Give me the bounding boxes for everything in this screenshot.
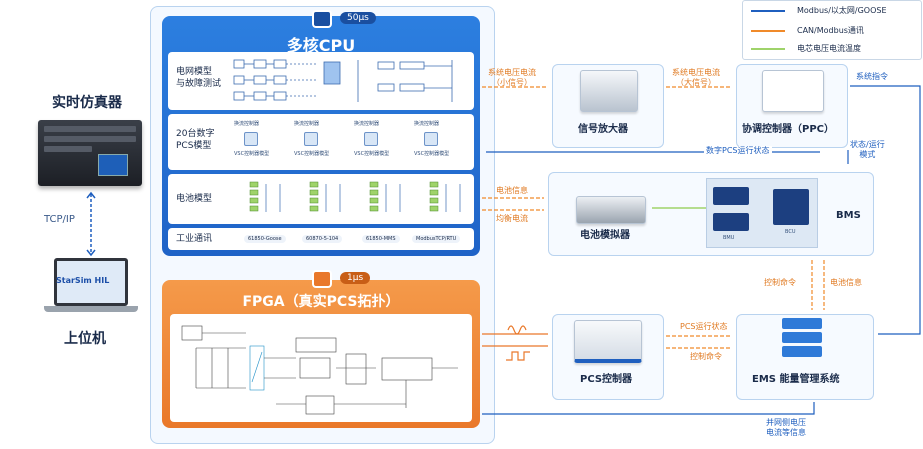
cpu-timestep-badge: 50μs [340, 12, 376, 24]
battery-model-panel [168, 174, 474, 224]
pcs-model-panel [168, 114, 474, 170]
ems-server-icon [782, 318, 822, 358]
pcs-unit-label: VSC控制器模型 [294, 151, 330, 157]
fpga-chip-icon [312, 270, 332, 288]
bcu-label: BCU [785, 229, 796, 235]
bmu-label: BMU [723, 235, 735, 241]
cpu-title: 多核CPU [286, 36, 356, 55]
ctrl-cmd-vertical-label: 控制命令 [764, 278, 796, 287]
battery-sim-device-image [576, 196, 646, 224]
bms-label: BMS [836, 210, 861, 221]
pcs-run-status-label: PCS运行状态 [680, 322, 728, 331]
industrial-comm-label: 工业通讯 [176, 234, 213, 244]
legend-item-ethernet: Modbus/以太网/GOOSE [797, 6, 887, 15]
balance-current-label: 均衡电流 [496, 214, 528, 223]
bmu-board-icon [713, 213, 749, 231]
pcs-unit-top: 换流控制器 [414, 121, 440, 127]
battery-model-schematic [249, 181, 461, 212]
host-logo: StarSim HIL [56, 276, 110, 285]
legend-item-cell: 电芯电压电流温度 [797, 44, 861, 53]
pcs-unit-icon [304, 132, 318, 146]
pcs-unit-top: 换流控制器 [294, 121, 320, 127]
grid-model-schematic [233, 59, 453, 102]
host-title: 上位机 [64, 331, 106, 347]
protocol-badge: ModbusTCP/RTU [412, 235, 461, 243]
bmu-board-icon [713, 187, 749, 205]
pcs-unit-label: VSC控制器模型 [234, 151, 270, 157]
pcs-ctrl-label: PCS控制器 [580, 374, 633, 385]
pcs-unit-top: 换流控制器 [234, 121, 260, 127]
legend-item-can: CAN/Modbus通讯 [797, 26, 864, 35]
state-mode-label: 状态/运行 模式 [850, 140, 885, 159]
pcs-unit-top: 换流控制器 [354, 121, 380, 127]
pcs-unit-label: VSC控制器模型 [354, 151, 390, 157]
amplifier-label: 信号放大器 [578, 124, 628, 135]
grid-model-label: 电网模型 与故障测试 [176, 67, 222, 89]
cpu-chip-icon [312, 10, 332, 28]
ems-box [736, 314, 874, 400]
pcs-model-label: 20台数字 PCS模型 [176, 129, 215, 151]
legend: Modbus/以太网/GOOSE CAN/Modbus通讯 电芯电压电流温度 [742, 0, 922, 60]
simulator-title: 实时仿真器 [52, 95, 122, 111]
pcs-unit-label: VSC控制器模型 [414, 151, 450, 157]
ems-label: EMS 能量管理系统 [752, 374, 840, 385]
bcu-board-icon [773, 189, 809, 225]
sys-small-signal-label: 系统电压电流 （小信号） [488, 68, 536, 87]
pcs-topology-schematic [181, 325, 458, 415]
ctrl-cmd-label: 控制命令 [690, 352, 722, 361]
battery-info-label: 电池信息 [496, 186, 528, 195]
protocol-badge: 60870-5-104 [302, 235, 343, 243]
pcs-unit-icon [244, 132, 258, 146]
pcs-unit-icon [424, 132, 438, 146]
simulator-rack-image [38, 120, 142, 186]
pcs-model-grid: 换流控制器 换流控制器 换流控制器 换流控制器 VSC控制器模型 VSC控制器模… [232, 118, 472, 168]
bms-board-area: BMU BCU [706, 178, 818, 248]
battery-model-label: 电池模型 [176, 194, 213, 204]
fpga-title: FPGA（真实PCS拓扑） [242, 294, 400, 310]
pcs-unit-icon [364, 132, 378, 146]
fpga-timestep-badge: 1μs [340, 272, 371, 284]
protocol-badge: 61850-Goose [244, 235, 286, 243]
ppc-label: 协调控制器（PPC） [742, 124, 834, 135]
tcp-label: TCP/IP [44, 214, 75, 225]
grid-info-label: 并网侧电压 电流等信息 [766, 418, 806, 437]
tcp-link-line [86, 191, 96, 257]
amplifier-device-image [580, 70, 638, 112]
pcs-topology-panel [170, 314, 472, 422]
host-laptop-image: StarSim HIL [44, 258, 138, 314]
battery-sim-label: 电池模拟器 [580, 230, 630, 241]
battery-info-vertical-label: 电池信息 [830, 278, 862, 287]
pcs-status-digital-label: 数字PCS运行状态 [704, 146, 772, 156]
sys-cmd-label: 系统指令 [856, 72, 888, 81]
ppc-device-image [762, 70, 824, 112]
pcs-ctrl-device-image [574, 320, 642, 363]
sys-large-signal-label: 系统电压电流 （大信号） [672, 68, 720, 87]
legend-lines [751, 10, 785, 50]
protocol-badge: 61850-MMS [362, 235, 400, 243]
